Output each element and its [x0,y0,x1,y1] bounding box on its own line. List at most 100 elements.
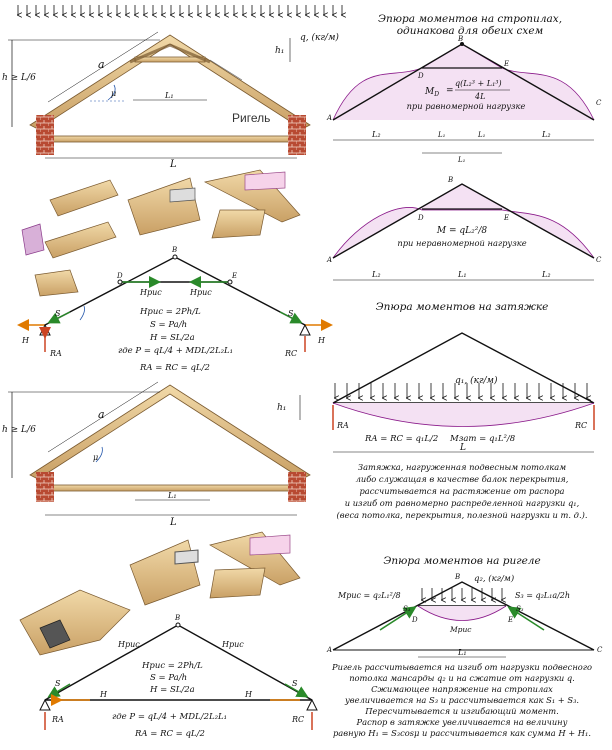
svg-text:B: B [171,246,177,254]
svg-text:A: A [326,646,332,654]
formula-2-4: где P = qL/4 + MDL/2L₂L₁ [112,712,227,722]
h-rig-left: Hрис [139,288,162,297]
h-left: H [21,336,30,345]
rigel-joint-sketches [19,531,301,656]
nonuniform-caption: при неравномерной нагрузке [397,238,526,248]
nonuniform-formula: M = qL₂²/8 [436,226,487,236]
mid-l-label: L [169,517,177,528]
s2-h-right: H [244,690,253,699]
mid-l1-label: L₁ [167,491,177,500]
tie-title: Эпюра моментов на затяжке [376,301,549,313]
rc-2: RC [291,715,304,724]
rigel-desc-5: Распор в затяжке увеличивается на величи… [356,717,568,727]
h1-label: h₁ [275,46,284,56]
h-label: h ≥ L/6 [2,73,36,83]
rigel-m-center: Mрис [449,625,472,634]
rigel-desc-2: Сжимающее напряжение на стропилах [371,684,553,694]
svg-text:=: = [446,86,454,96]
load-arrows-rigel [422,588,502,600]
md-denominator: 4L [474,92,485,101]
dim-l1-total: L₁ [457,156,466,164]
rc-1: RC [284,349,297,358]
formula-2-5: RA = RC = qL/2 [134,729,205,739]
roof-section-rigel: q, (кг/м) h ≥ L/6 a h₁ μ L₁ Ригель L [2,5,342,170]
point-c: C [596,99,602,107]
rigel-desc-4: Пересчитывается и изгибающий момент. [364,706,558,716]
roof-section-plain: h ≥ L/6 a h₁ μ L₁ L [2,381,311,528]
tie-moment-diagram: Эпюра моментов на затяжке q₁, (кг/м) RA … [332,301,595,520]
a-label: a [98,58,105,71]
svg-text:B: B [447,176,453,184]
rigel-desc-0: Ригель рассчитывается на изгиб от нагруз… [331,662,592,672]
svg-text:B: B [454,573,460,581]
rigel-title: Эпюра моментов на ригеле [383,555,540,567]
point-e: E [503,60,509,68]
mid-h-label: h ≥ L/6 [2,425,36,435]
nu-dim-l1: L₁ [457,270,467,279]
svg-text:E: E [507,616,513,624]
tie-beam [37,135,303,143]
md-symbol: MD [424,87,439,98]
tie-reactions: RA = RC = q₁L/2 [364,434,438,444]
rigel-desc-6: равную H₁ = S₃cosμ и рассчитывается как … [333,728,591,738]
nonuniform-moment-diagram: B D E A C M = qL₂²/8 при неравномерной н… [326,176,602,281]
dim-l2-left: L₂ [371,130,381,139]
rigel-desc-1: потолка мансарды q₂ и на сжатие от нагру… [349,673,575,683]
svg-text:D: D [116,272,123,280]
nu-dim-l2-left: L₂ [371,270,381,279]
mu-label: μ [111,89,116,98]
dim-l2-right: L₂ [541,130,551,139]
s2-h-rig-right: Hрис [221,640,244,649]
rafter-title-2: одинакова для обеих схем [397,25,544,37]
svg-text:A: A [326,256,332,264]
tie-rc: RC [574,421,587,430]
tie-desc-4: (веса потолка, перекрытия, полезной нагр… [337,510,588,520]
svg-text:C: C [597,646,603,654]
point-d: D [417,72,424,80]
tie-load-label: q₁, (кг/м) [455,375,498,386]
l1-label: L₁ [164,91,174,100]
ra-1: RA [49,349,62,358]
dim-l1-left: L₁ [437,131,446,139]
load-arrows-top [18,5,342,15]
rigel-label: Ригель [232,111,270,125]
svg-text:C: C [596,256,602,264]
truss-scheme-2: B Hрис Hрис S S H H RA RC Hрис = 2Ph/L S… [39,614,318,739]
uniform-caption: при равномерной нагрузке [407,101,526,111]
tie-mmax: Mзат = q₁L²/8 [449,434,516,444]
rafter-moment-diagram: Эпюра моментов на стропилах, одинакова д… [326,13,602,164]
rigel-m-right: S₃ = q₂L₁a/2h [515,591,570,600]
tie-dim-l: L [459,443,466,453]
s2-s-right: S [292,679,298,688]
tie-ra: RA [336,421,349,430]
s-left: S [55,309,61,318]
s-right: S [288,309,294,318]
tie-desc-1: либо служащая в качестве балок перекрыти… [356,474,569,484]
truss-scheme-1: B D E Hрис Hрис S S H H RA RC Hрис = 2Ph… [17,246,333,373]
s2-h-rig-left: Hрис [117,640,140,649]
tie-desc-2: рассчитывается на растяжение от распора [359,486,564,496]
formula-1-5: RA = RC = qL/2 [139,363,210,373]
wall-left [36,115,54,155]
formula-1-1: Hрис = 2Ph/L [139,307,201,317]
formula-1-4: где P = qL/4 + MDL/2L₂L₁ [118,346,233,356]
point-a: A [326,114,332,122]
wall-right [288,115,306,155]
rigel-load-label: q₂, (кг/м) [474,573,514,584]
formula-2-2: S = Pa/h [150,673,187,683]
formula-2-1: Hрис = 2Ph/L [141,661,203,671]
formula-1-3: H = SL/2a [149,333,195,343]
rigel-moment-diagram: Эпюра моментов на ригеле S₃ S₃ q₂, (кг/м… [326,555,603,738]
rafter-joint-sketches [21,169,301,297]
formula-1-2: S = Pa/h [150,320,187,330]
mid-a-label: a [98,408,105,421]
mid-h1-label: h₁ [277,403,286,413]
load-arrows-tie [335,383,587,398]
rafter-title-1: Эпюра моментов на стропилах, [378,13,562,25]
svg-text:E: E [231,272,237,280]
md-numerator: q(L₂³ + L₁³) [455,79,502,88]
load-label: q, (кг/м) [300,32,339,43]
ra-2: RA [51,715,64,724]
rigel-m-left: Mрис = q₂L₁²/8 [337,591,401,600]
